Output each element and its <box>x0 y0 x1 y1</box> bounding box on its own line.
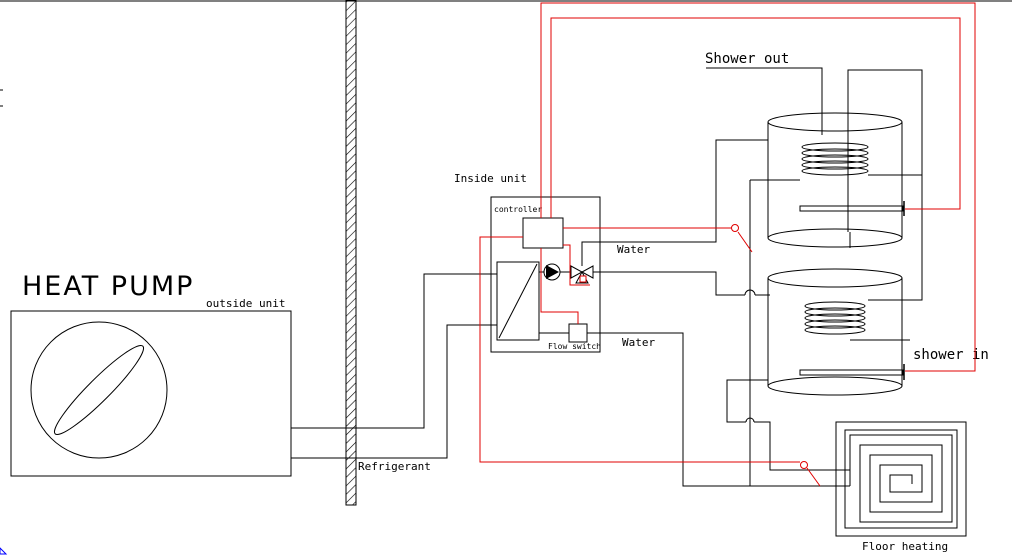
upper-coil-icon <box>801 142 869 176</box>
internal-water-lines <box>539 271 571 334</box>
outside-unit-label: outside unit <box>206 297 285 310</box>
shower-in-label: shower in <box>913 347 989 363</box>
inside-unit-label: Inside unit <box>454 172 527 185</box>
control-wiring <box>479 2 976 487</box>
floor-heating-coil <box>835 421 967 537</box>
fan-blade-icon <box>53 344 145 436</box>
outside-unit-box <box>10 310 292 477</box>
inside-unit-box <box>490 196 601 353</box>
corner-marker <box>0 547 8 555</box>
pump-icon <box>543 263 561 281</box>
upper-heater-element <box>799 205 904 212</box>
valve-actuator-icon <box>579 275 587 283</box>
upper-tank <box>767 112 903 248</box>
outside-unit <box>10 310 292 477</box>
lower-heater-element <box>799 369 904 376</box>
lower-tank <box>767 268 903 396</box>
fan-circle <box>30 321 168 459</box>
upper-zone-valve-icon <box>731 224 739 232</box>
water-label-top: Water <box>617 243 650 256</box>
floor-heating-label: Floor heating <box>862 540 948 553</box>
shower-out-label: Shower out <box>705 51 789 67</box>
heat-pump-title: HEAT PUMP <box>22 271 194 302</box>
controller-box <box>522 217 564 249</box>
flow-switch-label: Flow switch <box>548 342 601 351</box>
tank-pipes <box>706 67 923 341</box>
flow-switch-box <box>568 323 588 343</box>
floor-zone-valve-icon <box>800 461 808 469</box>
refrigerant-lines <box>291 273 497 459</box>
controller-label: controller <box>494 205 542 214</box>
heat-exchanger <box>496 261 540 341</box>
water-label-bottom: Water <box>622 336 655 349</box>
refrigerant-label: Refrigerant <box>358 460 431 473</box>
water-circuit-lines <box>581 139 850 487</box>
wall <box>345 0 357 506</box>
lower-coil-icon <box>804 301 866 335</box>
